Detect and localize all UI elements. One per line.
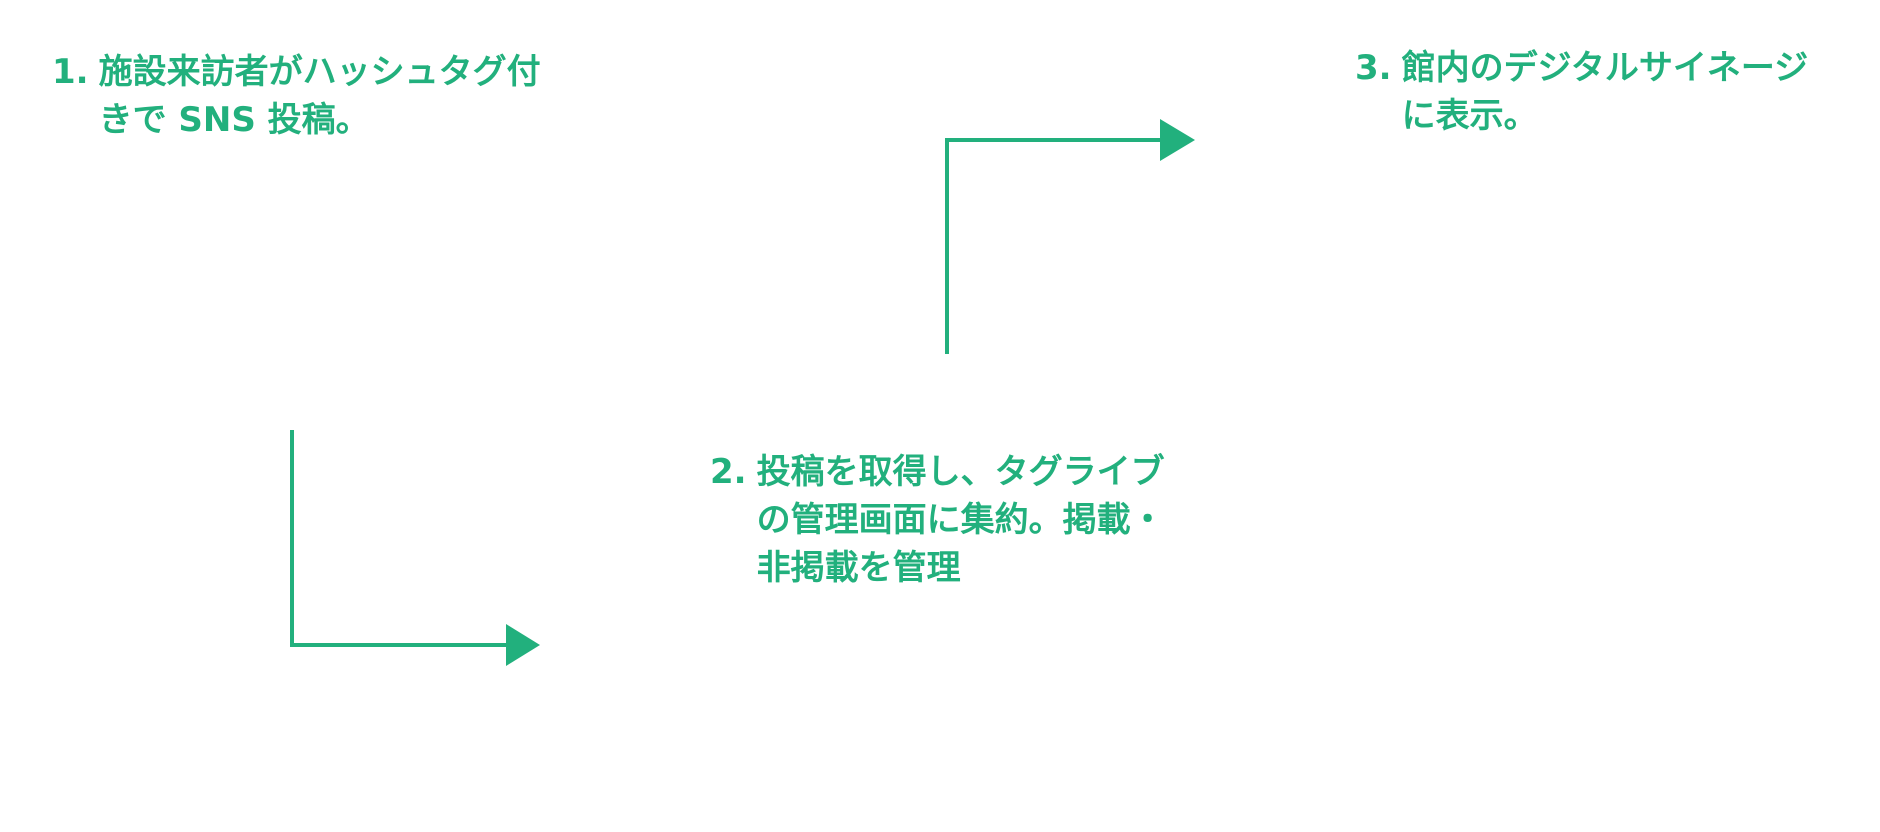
connector-step1-to-step2-arrowhead xyxy=(506,624,540,666)
connector-step1-to-step2-line xyxy=(290,430,506,647)
step-2-number: 2. xyxy=(710,452,747,492)
connector-step2-to-step3-arrowhead xyxy=(1160,119,1195,161)
connector-step2-to-step3-line xyxy=(945,138,1160,354)
step-1: 1. 施設来訪者がハッシュタグ付きで SNS 投稿。 xyxy=(52,48,572,144)
step-3-text: 館内のデジタルサイネージに表示。 xyxy=(1401,48,1809,136)
connector-step2-to-step3 xyxy=(945,119,1195,354)
connector-step1-to-step2 xyxy=(290,430,540,666)
step-2: 2. 投稿を取得し、タグライブの管理画面に集約。掲載・非掲載を管理 xyxy=(710,448,1180,592)
step-3-number: 3. xyxy=(1355,48,1392,88)
step-1-number: 1. xyxy=(52,52,89,92)
step-2-text: 投稿を取得し、タグライブの管理画面に集約。掲載・非掲載を管理 xyxy=(756,452,1165,588)
step-1-text: 施設来訪者がハッシュタグ付きで SNS 投稿。 xyxy=(98,52,541,140)
step-3: 3. 館内のデジタルサイネージに表示。 xyxy=(1355,44,1835,140)
